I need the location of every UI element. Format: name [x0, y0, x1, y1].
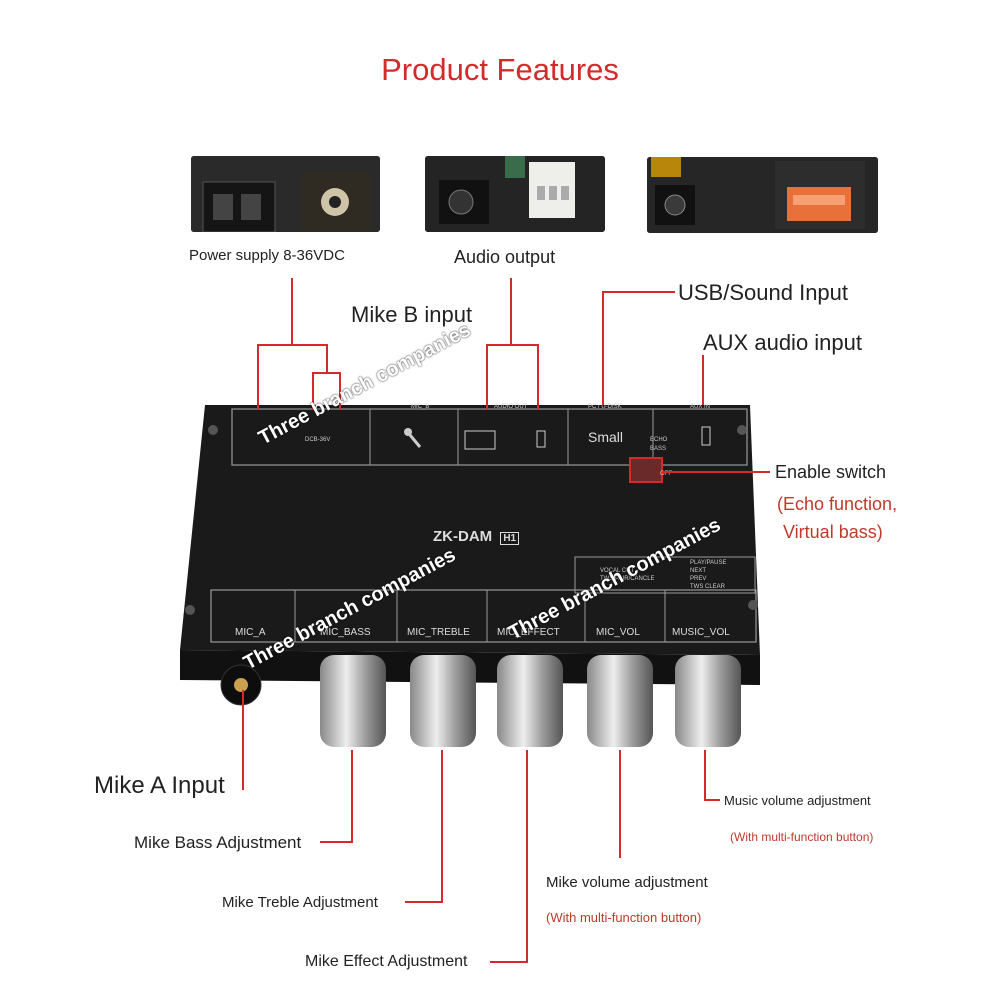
- switch-label-off: OFF: [660, 471, 672, 477]
- aux-input-label: AUX audio input: [703, 330, 862, 355]
- power-supply-label: Power supply 8-36VDC: [189, 247, 345, 264]
- switch-label-echo: ECHO: [650, 437, 668, 443]
- mic-bass-knob[interactable]: [320, 655, 386, 747]
- audio-output-photo: [425, 156, 605, 232]
- mike-treble-label: Mike Treble Adjustment: [222, 894, 378, 911]
- mic-effect-knob[interactable]: [497, 655, 563, 747]
- knob-label-mic-effect: MIC_EFFECT: [497, 627, 560, 638]
- enable-switch-note-2: Virtual bass): [783, 522, 883, 542]
- usb-input-photo: [647, 157, 878, 233]
- top-label-dc: DCB-36V: [305, 437, 331, 443]
- mike-volume-note: (With multi-function button): [546, 910, 702, 925]
- legend-prev: PREV: [690, 576, 707, 582]
- mic-treble-knob[interactable]: [410, 655, 476, 747]
- model-name: ZK-DAM: [433, 528, 493, 545]
- model-badge: H1: [500, 532, 520, 545]
- knob-label-music-vol: MUSIC_VOL: [672, 627, 730, 638]
- knob-label-mic-bass: MIC_BASS: [320, 627, 371, 638]
- knob-label-mic-a: MIC_A: [235, 627, 266, 638]
- legend-play: PLAY/PAUSE: [690, 560, 727, 566]
- mike-effect-label: Mike Effect Adjustment: [305, 953, 468, 970]
- music-volume-note: (With multi-function button): [730, 830, 874, 844]
- top-label-audio-out: AUDIO OUT: [494, 404, 528, 410]
- mic-vol-knob[interactable]: [587, 655, 653, 747]
- legend-next: NEXT: [690, 568, 707, 574]
- enable-switch-label: Enable switch: [775, 462, 887, 482]
- usb-input-label: USB/Sound Input: [678, 280, 849, 305]
- top-label-aux: AUX IN: [690, 404, 711, 410]
- top-label-mic-b: MIC_B: [411, 404, 430, 410]
- switch-label-bass: BASS: [650, 446, 667, 452]
- music-volume-label: Music volume adjustment: [724, 793, 871, 808]
- model-label: ZK-DAM H1: [433, 528, 520, 545]
- music-vol-knob[interactable]: [675, 655, 741, 747]
- knob-label-mic-treble: MIC_TREBLE: [407, 627, 470, 638]
- mike-a-input-label: Mike A Input: [94, 772, 225, 799]
- power-connector-photo: [191, 156, 380, 232]
- enable-switch-note-1: (Echo function,: [777, 494, 898, 514]
- mike-bass-label: Mike Bass Adjustment: [134, 833, 302, 852]
- knob-label-mic-vol: MIC_VOL: [596, 627, 640, 638]
- top-label-pc: PC / U-DISK: [588, 404, 622, 410]
- page-title: Product Features: [381, 52, 619, 87]
- mike-volume-label: Mike volume adjustment: [546, 874, 708, 891]
- legend-tws-pair: TWS PAIR/CANCLE: [600, 576, 655, 582]
- audio-output-label: Audio output: [454, 247, 556, 267]
- legend-tws-clear: TWS CLEAR: [690, 584, 726, 590]
- mike-b-input-label: Mike B input: [351, 302, 473, 327]
- legend-vocal-cut: VOCAL CUT: [600, 568, 635, 574]
- small-label: Small: [588, 429, 624, 445]
